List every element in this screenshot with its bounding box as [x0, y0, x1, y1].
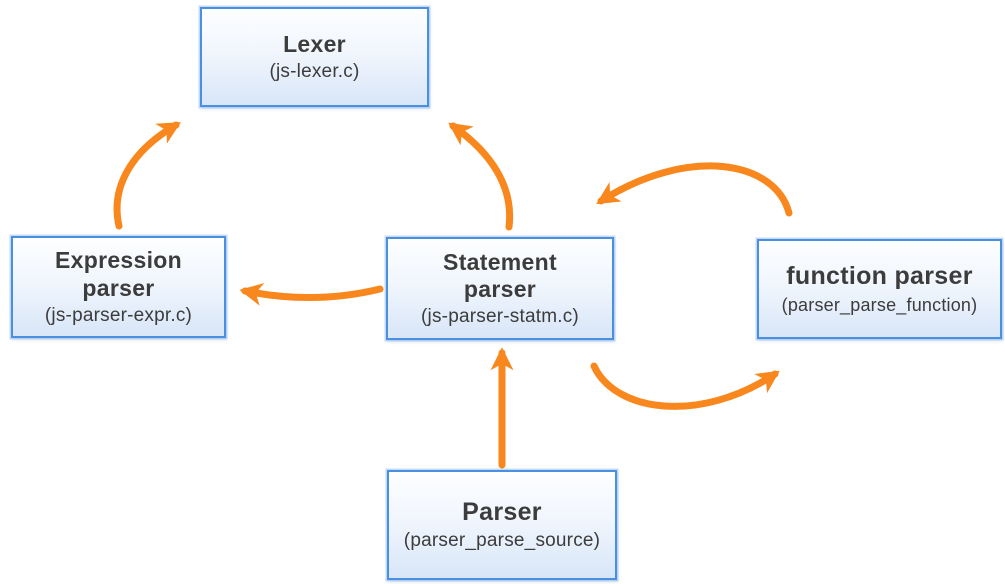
- node-lexer: Lexer (js-lexer.c): [200, 7, 429, 107]
- node-title: Statement parser: [443, 248, 557, 302]
- node-statement-parser: Statement parser (js-parser-statm.c): [386, 237, 614, 340]
- node-subtitle: (parser_parse_source): [403, 530, 601, 552]
- node-title: Lexer: [283, 30, 346, 57]
- arrow-function-parser-to-statement-parser: [596, 162, 793, 217]
- node-subtitle: (parser_parse_function): [781, 294, 978, 315]
- node-title: function parser: [786, 262, 973, 291]
- node-title: Expression parser: [55, 247, 182, 301]
- arrow-expression-parser-to-lexer: [113, 121, 181, 230]
- node-title: Parser: [462, 497, 542, 526]
- node-subtitle: (js-parser-statm.c): [421, 306, 579, 328]
- arrow-statement-parser-to-lexer: [448, 122, 514, 231]
- node-expression-parser: Expression parser (js-parser-expr.c): [11, 236, 226, 338]
- arrow-statement-parser-to-expression-parser: [239, 283, 384, 306]
- node-subtitle: (js-lexer.c): [269, 61, 360, 83]
- node-parser: Parser (parser_parse_source): [387, 470, 617, 580]
- node-function-parser: function parser (parser_parse_function): [757, 239, 1002, 339]
- node-subtitle: (js-parser-expr.c): [44, 304, 193, 326]
- arrow-statement-parser-to-function-parser: [590, 362, 780, 410]
